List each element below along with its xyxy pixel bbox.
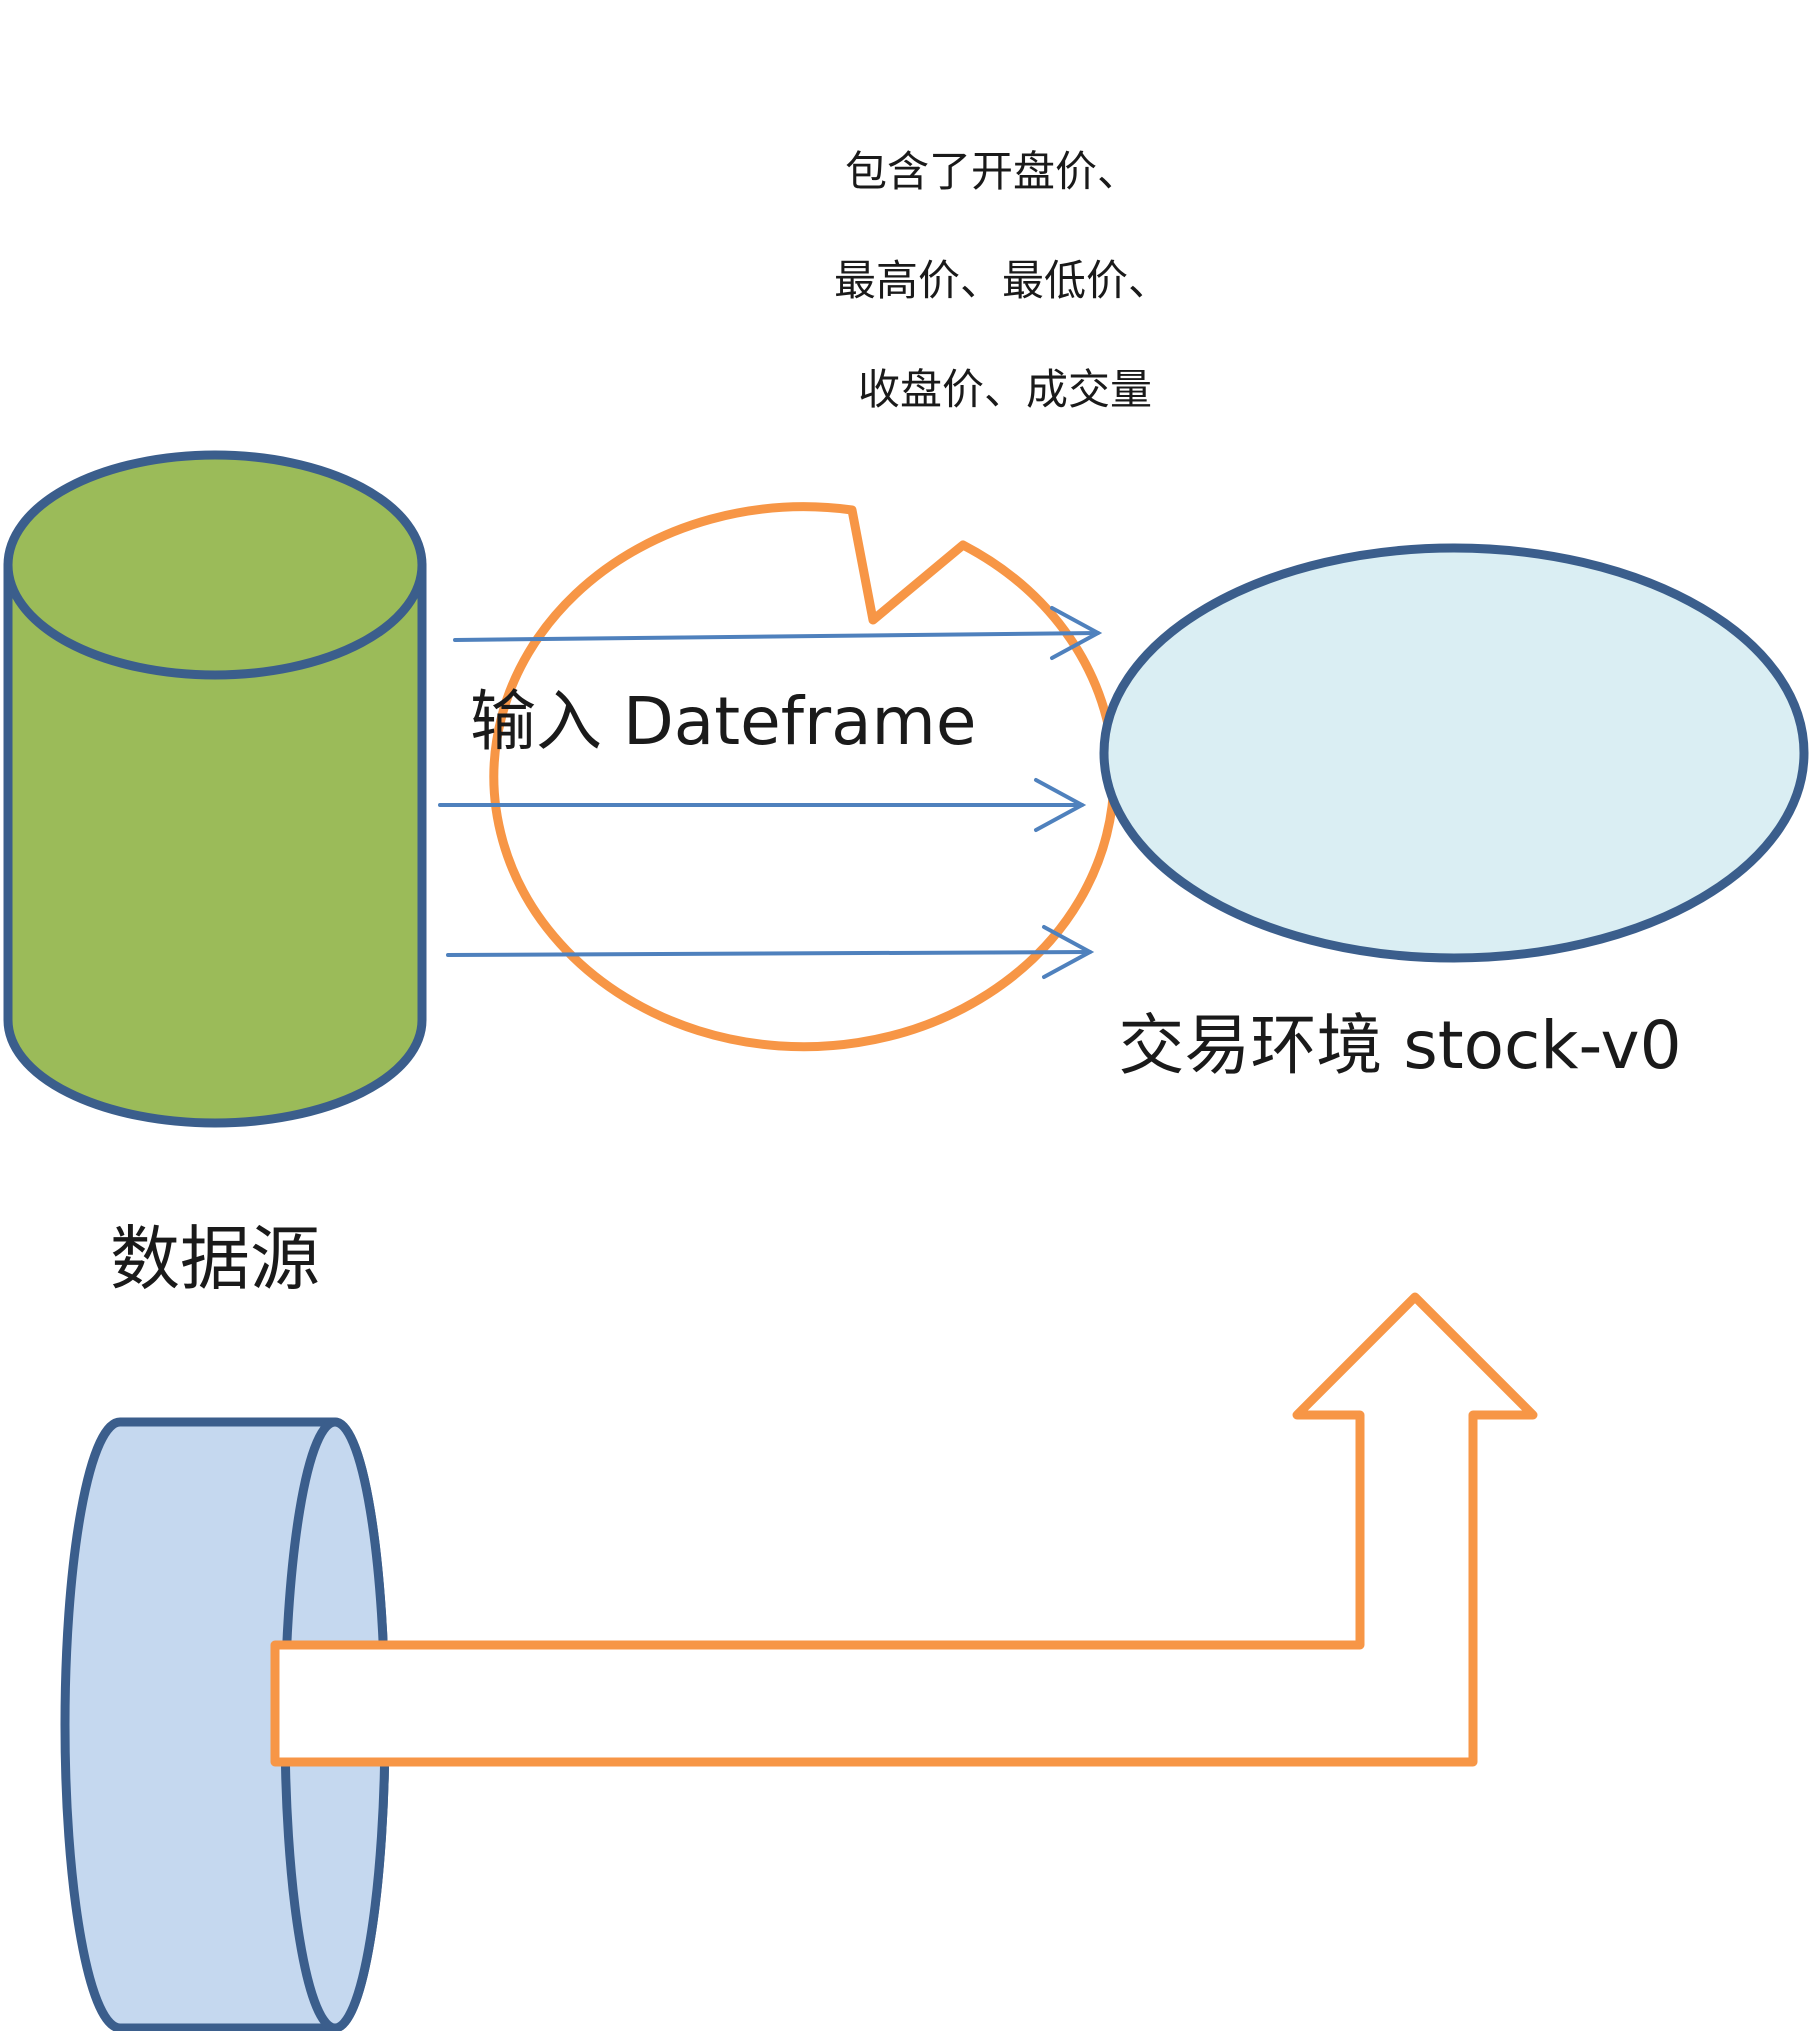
cylinder-top: [3, 450, 427, 680]
data-source-label: 数据源: [110, 1218, 320, 1300]
bubble-line-1: 包含了开盘价、: [845, 147, 1139, 196]
input-arrow-2: [438, 778, 1087, 832]
speech-bubble: [489, 502, 1119, 1052]
database-cylinder-icon: [3, 450, 427, 1128]
cylinder-body: [3, 560, 427, 1128]
input-arrow-1: [453, 606, 1103, 660]
bubble-line-2: 最高价、最低价、: [834, 256, 1170, 305]
input-label: 输入 Dateframe: [470, 683, 976, 760]
bent-up-arrow: [270, 1292, 1538, 1767]
input-arrow-3: [446, 925, 1095, 979]
input-label-text: 输入 Dateframe: [470, 683, 976, 760]
bubble-line-3: 收盘价、成交量: [858, 365, 1152, 414]
trading-environment-ellipse: [1099, 543, 1809, 963]
environment-label: 交易环境 stock-v0: [1118, 1007, 1681, 1084]
